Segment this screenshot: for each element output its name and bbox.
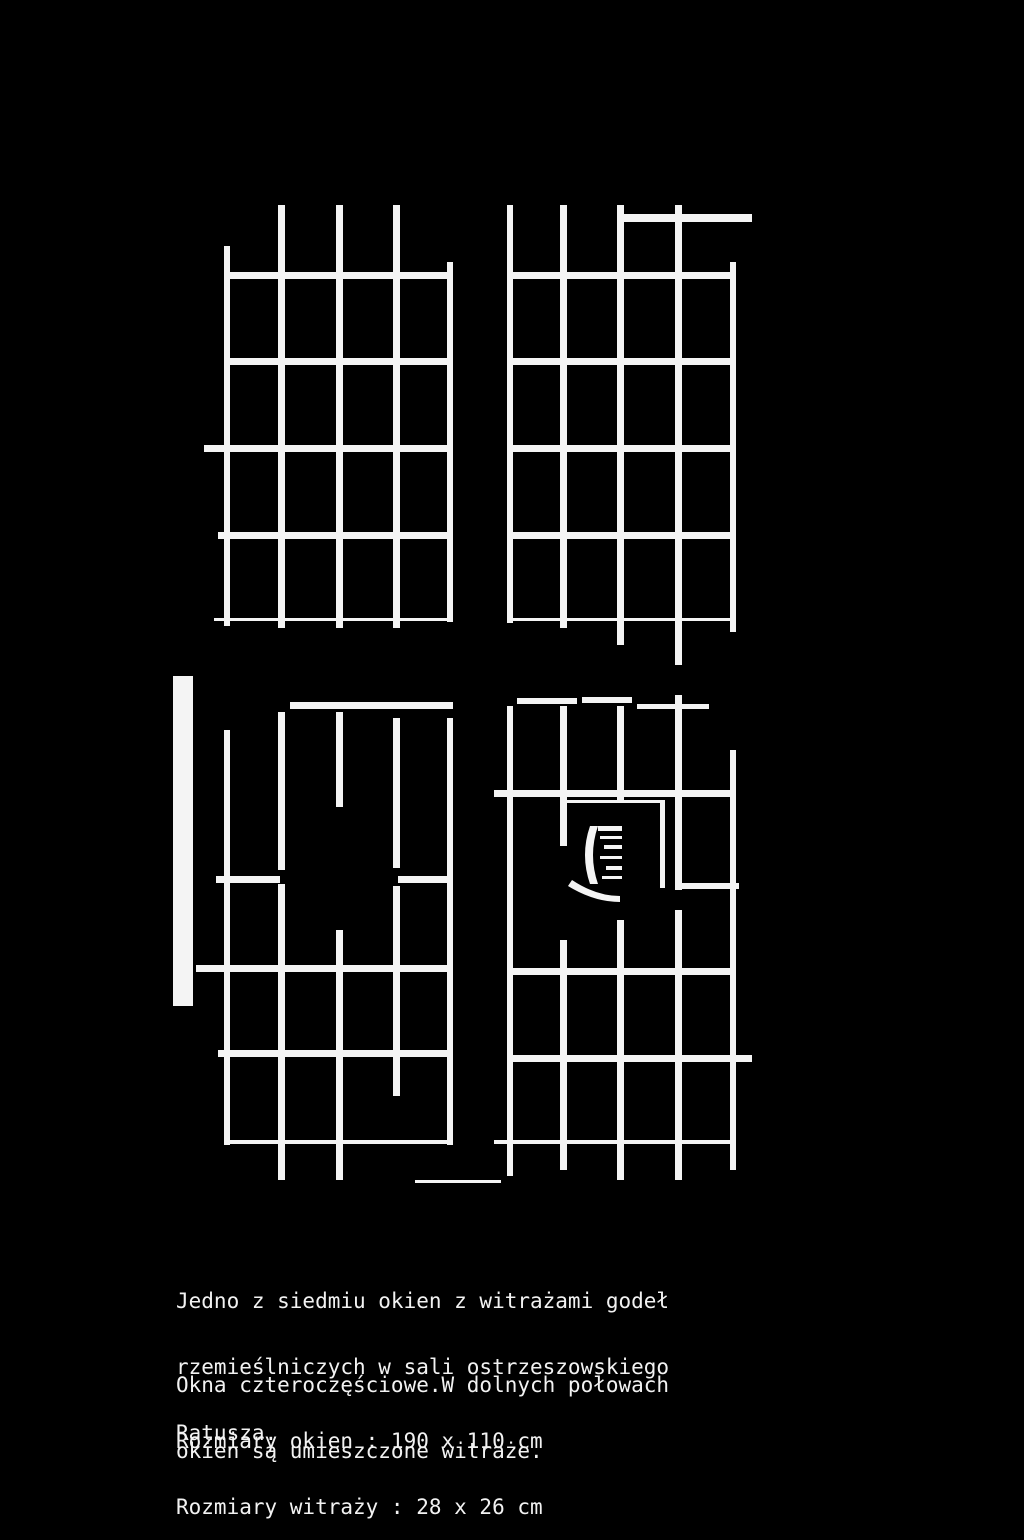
caption-line: rzemieślniczych w sali ostrzeszowskiego [176,1355,670,1379]
lower-left-sash [196,702,453,1180]
lower-right-sash [415,695,752,1183]
caption-line: okien są umieszczone witraże. [176,1439,543,1463]
caption-paragraph-2: Okna czteroczęściowe.W dolnych połowach … [176,1330,776,1484]
window-photo [173,205,752,1183]
left-mullion [173,676,193,1006]
caption-paragraph-3: Rozmiary okien : 190 x 110 cm Rozmiary w… [176,1386,776,1540]
caption-glass-size: Rozmiary witraży : 28 x 26 cm [176,1495,543,1519]
caption-line: Okna czteroczęściowe.W dolnych połowach [176,1373,670,1397]
upper-left-sash [204,205,453,628]
stained-glass-panel [567,800,665,902]
caption-line: Ratusza. [176,1421,278,1445]
upper-right-sash [507,205,752,665]
caption-line: Jedno z siedmiu okien z witrażami godeł [176,1289,670,1313]
caption-window-size: Rozmiary okien : 190 x 110 cm [176,1429,543,1453]
caption-paragraph-1: Jedno z siedmiu okien z witrażami godeł … [176,1246,776,1466]
